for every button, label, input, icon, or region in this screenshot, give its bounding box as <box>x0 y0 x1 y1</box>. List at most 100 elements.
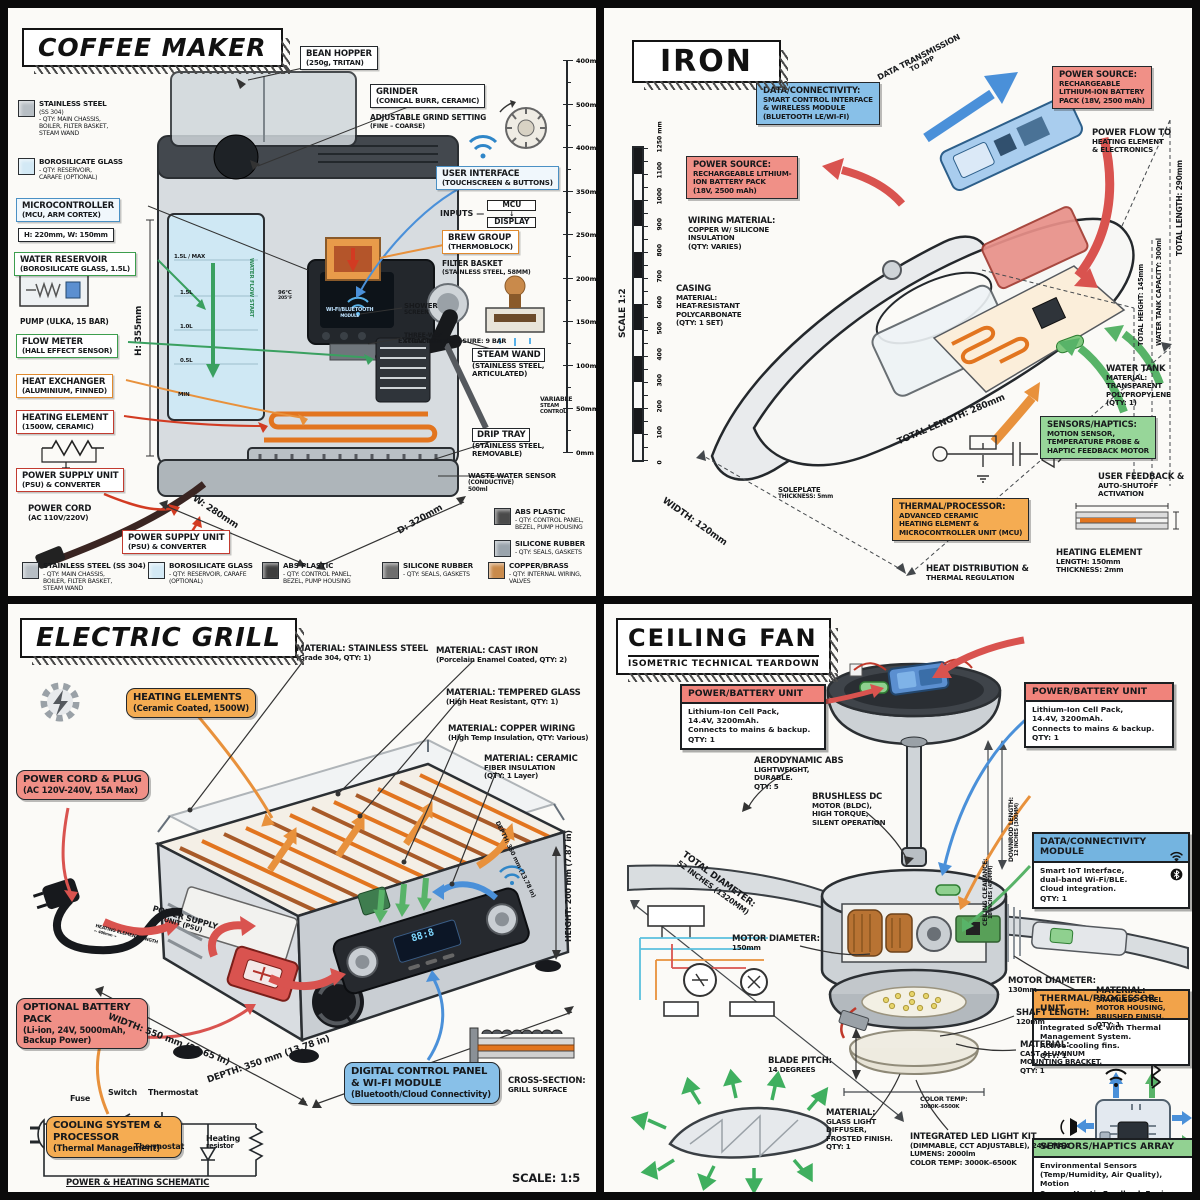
ceiling-clearance-label: CEILING CLEARANCE:18 INCHES (450MM) <box>982 858 995 926</box>
heating-element-label: HEATING ELEMENT(1500W, CERAMIC) <box>16 410 115 435</box>
heating-element-length-label: HEATING ELEMENT LENGTH← 400mm → <box>93 924 159 946</box>
material-swatch <box>494 508 511 525</box>
0-5l-label: 0.5L <box>180 358 193 364</box>
borosilicate-glass-label: BOROSILICATE GLASS- QTY: RESERVOIR,CARAF… <box>18 157 123 181</box>
material-cast-iron-label: MATERIAL: CAST IRON(Porcelain Enamel Coa… <box>436 646 567 665</box>
total-length-290mm-label: TOTAL LENGTH: 290mm <box>1175 160 1184 256</box>
material-swatch <box>22 562 39 579</box>
iron-illustration <box>696 72 1179 576</box>
grinder-label: GRINDER(CONICAL BURR, CERAMIC) <box>370 84 486 109</box>
heating-elements-label: HEATING ELEMENTS(Ceramic Coated, 1500W) <box>126 688 257 718</box>
switch-label: Switch <box>108 1088 137 1097</box>
h-355mm-label: H: 355mm <box>134 305 144 356</box>
min-label: MIN <box>178 392 190 398</box>
ceiling-fan-illustration <box>627 636 1192 1192</box>
shaft-length-label: SHAFT LENGTH:120mm <box>1016 1008 1090 1027</box>
extraction-pressure-9-bar-label: EXTRACTION PRESSURE: 9 BAR <box>398 337 507 345</box>
scale-1-5-label: SCALE: 1:5 <box>512 1171 581 1185</box>
power-heating-schematic-label: POWER & HEATING SCHEMATIC <box>66 1178 210 1188</box>
fuse-label: Fuse <box>70 1094 91 1103</box>
1-5l-max-label: 1.5L / MAX <box>174 254 206 260</box>
electric-grill-illustration <box>30 659 575 1177</box>
thermostat-label: Thermostat <box>134 1142 185 1151</box>
88-8-label: 88:8 <box>410 927 436 945</box>
ceiling-fan-subtitle: ISOMETRIC TECHNICAL TEARDOWN <box>628 655 820 669</box>
cooling-system-processor-label: COOLING SYSTEM & PROCESSOR(Thermal Manag… <box>46 1116 182 1158</box>
silicone-rubber-label: SILICONE RUBBER- QTY: SEALS, GASKETS <box>382 561 473 579</box>
microcontroller-label: MICROCONTROLLER(MCU, ARM CORTEX) <box>16 198 120 223</box>
waste-water-sensor-label: WASTE WATER SENSOR(CONDUCTIVE)500ml <box>468 472 556 494</box>
bt-icon <box>1170 868 1183 883</box>
electric-grill-panel: HEATING ELEMENTS(Ceramic Coated, 1500W) P… <box>8 604 596 1192</box>
depth-350-mm-13-78-in-label: DEPTH: 350 mm (13.78 in) <box>493 820 537 899</box>
heat-exchanger-label: HEAT EXCHANGER(ALUMINIUM, FINNED) <box>16 374 113 399</box>
copper-brass-label: COPPER/BRASS- QTY: INTERNAL WIRING,VALVE… <box>488 561 582 585</box>
measurement-ruler: 400mm500mm400mm350mm250mm200mm150mm100mm… <box>563 57 596 457</box>
thermostat-label: Thermostat <box>148 1088 199 1097</box>
power-source-label: POWER SOURCE:RECHARGEABLE LITHIUM-ION BA… <box>686 156 799 200</box>
heat-distribution-label: HEAT DISTRIBUTION &THERMAL REGULATION <box>926 564 1029 583</box>
borosilicate-glass-label: BOROSILICATE GLASS- QTY: RESERVOIR, CARA… <box>148 561 253 585</box>
iron-title: IRON <box>632 40 788 90</box>
ceiling-fan-title-text: CEILING FAN <box>628 624 818 652</box>
1-5l-label: 1.5L <box>180 290 193 296</box>
motor-diameter-label: MOTOR DIAMETER:130mm <box>1008 976 1096 995</box>
power-cord-plug-label: POWER CORD & PLUG(AC 120V-240V, 15A Max) <box>16 770 149 800</box>
coffee-maker-panel: STAINLESS STEEL(SS 304)- QTY: MAIN CHASS… <box>8 8 596 596</box>
adjustable-grind-setting-label: ADJUSTABLE GRIND SETTING(FINE – COARSE) <box>370 113 487 130</box>
material-swatch <box>18 158 35 175</box>
power-cord-label: POWER CORD(AC 110V/220V) <box>28 504 92 523</box>
material-copper-wiring-label: MATERIAL: COPPER WIRING(High Temp Insula… <box>448 724 589 743</box>
total-height-145mm-label: TOTAL HEIGHT: 145mm <box>1137 264 1145 346</box>
material-swatch <box>18 100 35 117</box>
cross-section-label: CROSS-SECTION:GRILL SURFACE <box>508 1076 586 1095</box>
water-reservoir-label: WATER RESERVOIR(BOROSILICATE GLASS, 1.5L… <box>14 252 136 277</box>
electric-grill-title: ELECTRIC GRILL <box>20 618 304 665</box>
material-swatch <box>494 540 511 557</box>
digital-control-panel-wi-fi-module-label: DIGITAL CONTROL PANEL & WI-FI MODULE(Blu… <box>344 1062 500 1104</box>
stainless-steel-ss-304-label: STAINLESS STEEL (SS 304)- QTY: MAIN CHAS… <box>22 561 146 592</box>
filter-basket-label: FILTER BASKET(STAINLESS STEEL, 58MM) <box>442 259 531 276</box>
ceiling-fan-title: CEILING FAN ISOMETRIC TECHNICAL TEARDOWN <box>616 618 839 682</box>
motor-diameter-label: MOTOR DIAMETER:150mm <box>732 934 820 953</box>
height-200-mm-7-87-in-label: HEIGHT: 200 mm (7.87 in) <box>564 830 573 942</box>
optional-battery-pack-label: OPTIONAL BATTERY PACK(Li-ion, 24V, 5000m… <box>16 998 148 1050</box>
w-280mm-label: W: 280mm <box>190 494 240 531</box>
flow-label: INPUTS—MCU↓DISPLAY <box>440 200 537 228</box>
total-diameter-label: TOTAL DIAMETER:52 INCHES (1320MM) <box>675 850 758 917</box>
coffee-maker-title: COFFEE MAKER <box>22 28 290 74</box>
pump-ulka-15-bar-label: PUMP (ULKA, 15 BAR) <box>20 317 109 326</box>
d-320mm-label: D: 320mm <box>396 502 445 537</box>
material-swatch <box>148 562 165 579</box>
material-swatch <box>262 562 279 579</box>
1-0l-label: 1.0L <box>180 324 193 330</box>
width-120mm-label: WIDTH: 120mm <box>660 496 729 548</box>
blade-pitch-label: BLADE PITCH:14 DEGREES <box>768 1056 832 1075</box>
power-supply-unit-label: POWER SUPPLY UNIT(PSU) & CONVERTER <box>122 530 231 555</box>
drip-tray-label: DRIP TRAY(STAINLESS STEEL,REMOVABLE) <box>472 428 545 459</box>
user-interface-label: USER INTERFACE(TOUCHSCREEN & BUTTONS) <box>436 166 559 191</box>
abs-plastic-label: ABS PLASTIC- QTY: CONTROL PANEL,BEZEL, P… <box>494 507 584 531</box>
coffee-maker-illustration <box>19 55 547 570</box>
water-tank-capacity-300ml-label: WATER TANK CAPACITY: 300ml <box>1155 238 1163 346</box>
water-flow-start-label: WATER FLOW START <box>248 258 254 318</box>
abs-plastic-label: ABS PLASTIC- QTY: CONTROL PANEL,BEZEL, P… <box>262 561 352 585</box>
